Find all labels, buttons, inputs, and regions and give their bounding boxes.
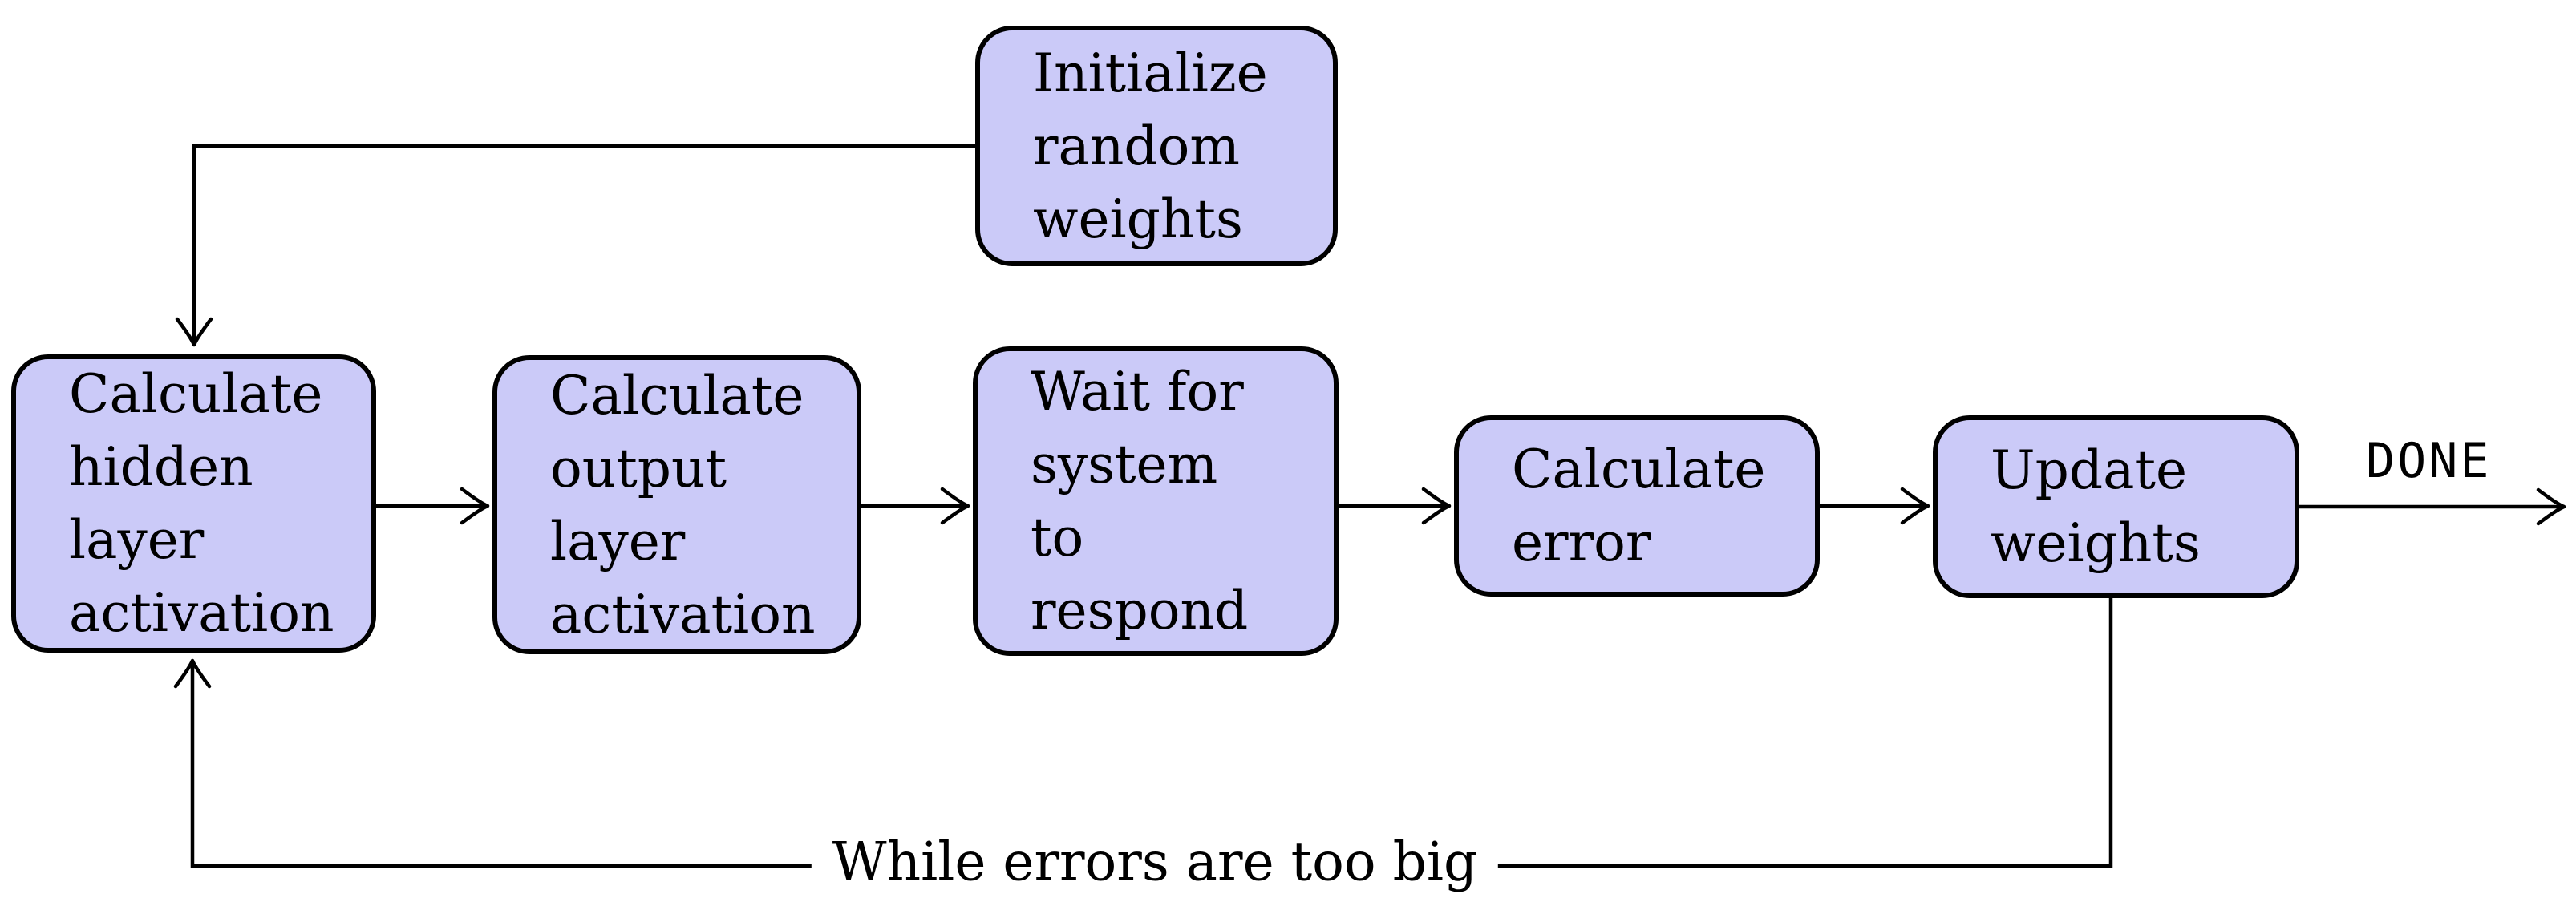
node-initialize-random-weights-label: Initialize random weights bbox=[1033, 42, 1268, 250]
node-calculate-output-layer-activation: Calculate output layer activation bbox=[492, 355, 861, 654]
node-update-weights-label: Update weights bbox=[1991, 439, 2201, 574]
done-edge-label: DONE bbox=[2366, 433, 2492, 489]
node-wait-for-system-to-respond-label: Wait for system to respond bbox=[1031, 361, 1249, 641]
node-wait-for-system-to-respond: Wait for system to respond bbox=[973, 346, 1339, 656]
node-calculate-error: Calculate error bbox=[1454, 415, 1820, 597]
edge-init-to-hidden bbox=[175, 144, 975, 347]
node-calculate-error-label: Calculate error bbox=[1512, 439, 1766, 573]
node-calculate-hidden-layer-activation: Calculate hidden layer activation bbox=[11, 354, 376, 653]
while-errors-too-big-edge-label: While errors are too big bbox=[811, 827, 1499, 897]
node-update-weights: Update weights bbox=[1933, 415, 2299, 598]
node-calculate-output-layer-activation-label: Calculate output layer activation bbox=[550, 364, 816, 645]
node-initialize-random-weights: Initialize random weights bbox=[975, 26, 1338, 266]
node-calculate-hidden-layer-activation-label: Calculate hidden layer activation bbox=[69, 363, 334, 644]
